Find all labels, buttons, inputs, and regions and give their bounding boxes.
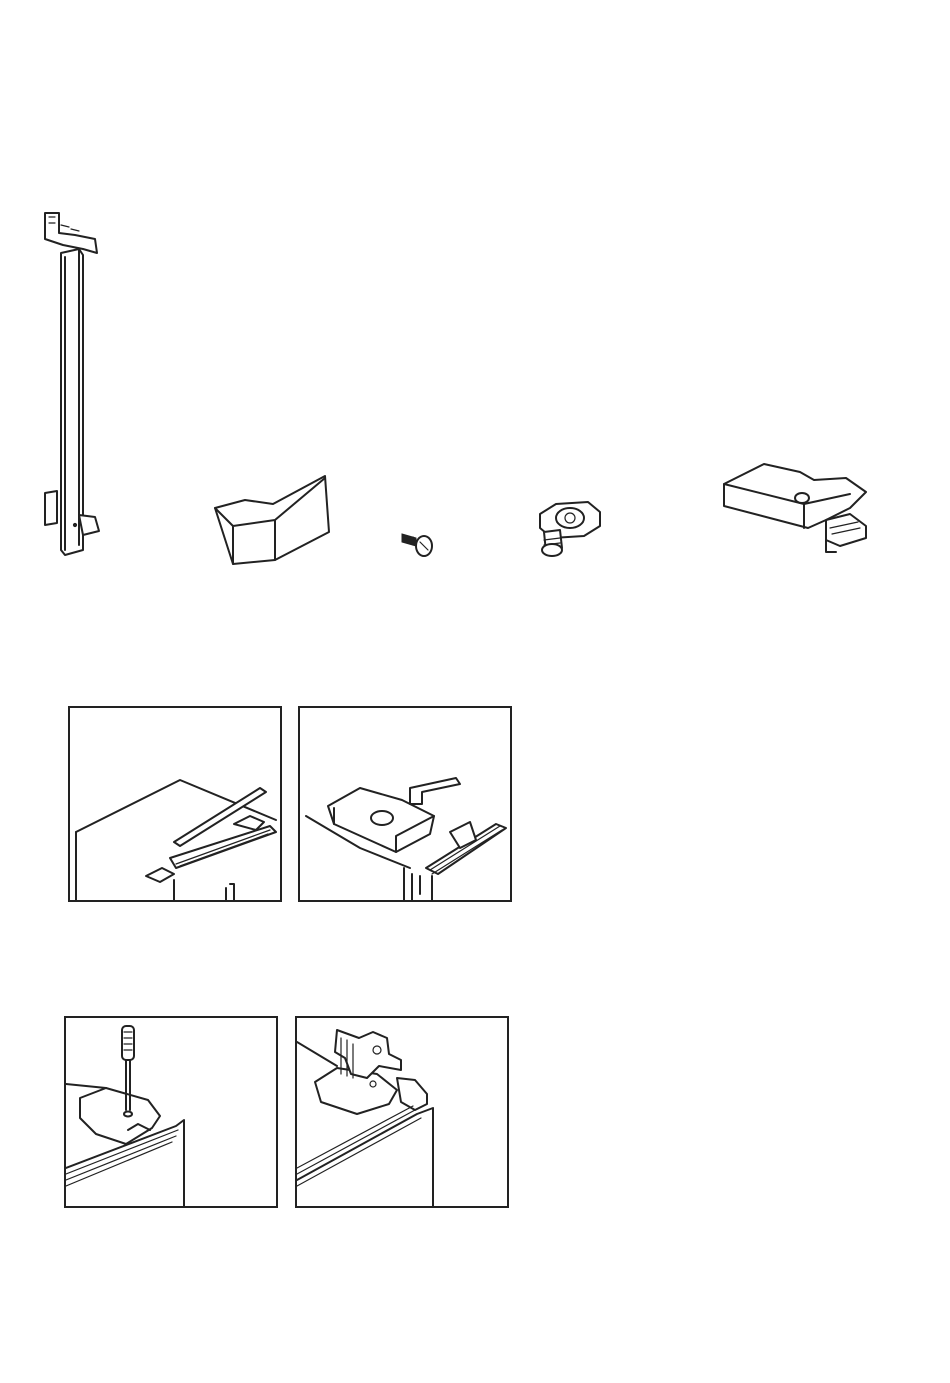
step-figure-2 (298, 706, 512, 902)
mounted-hinge-bracket-illustration (297, 1018, 507, 1206)
step-figure-3 (64, 1016, 278, 1208)
cabinet-top-hinge-removal-illustration (70, 708, 280, 900)
screwdriver-on-hinge-illustration (66, 1018, 276, 1206)
door-handle-bar-icon (35, 205, 110, 565)
hinge-plate-and-cover-illustration (300, 708, 510, 900)
hinge-bracket-plate-icon (718, 458, 878, 558)
step-figure-1 (68, 706, 282, 902)
screw-icon (398, 528, 438, 560)
handle-cover-cap-icon (205, 470, 335, 570)
step-figure-4 (295, 1016, 509, 1208)
door-stopper-icon (528, 490, 618, 565)
